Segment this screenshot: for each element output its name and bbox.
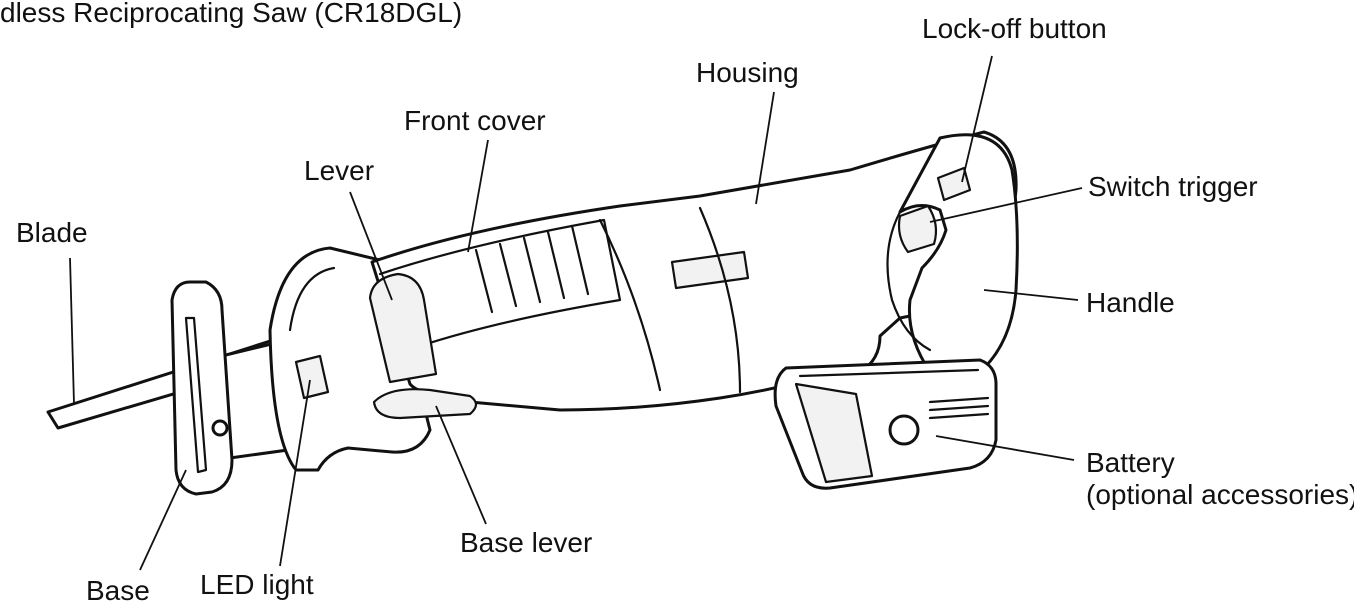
leader-blade (69, 257, 75, 405)
saw-illustration (46, 130, 1019, 496)
housing-seam (598, 218, 662, 392)
label-led-light: LED light (200, 569, 314, 600)
housing-seam-2 (698, 206, 742, 394)
label-front-cover: Front cover (404, 105, 546, 136)
leader-housing (755, 91, 775, 205)
base-lever-shape (372, 388, 478, 420)
leader-front-cover (467, 139, 489, 253)
switch-trigger-shape (897, 204, 938, 254)
battery-top (798, 368, 980, 378)
label-lock-off-button: Lock-off button (922, 13, 1107, 44)
front-cover-grip (378, 218, 622, 348)
label-base: Base (86, 575, 150, 606)
leader-handle (983, 289, 1079, 301)
label-battery: Battery (1086, 447, 1175, 478)
handle-inner-curve (886, 210, 932, 352)
label-base-lever: Base lever (460, 527, 592, 558)
base-slot (184, 316, 208, 474)
label-handle: Handle (1086, 287, 1175, 318)
leader-lock-off-button (961, 55, 993, 183)
base-screw (211, 419, 229, 437)
leader-led-light (279, 379, 311, 567)
label-battery-note: (optional accessories) (1086, 479, 1354, 510)
lever-shape (368, 272, 438, 384)
label-switch-trigger: Switch trigger (1088, 171, 1258, 202)
label-blade: Blade (16, 217, 88, 248)
label-lever: Lever (304, 155, 374, 186)
battery-release-button (888, 414, 920, 446)
led-light-shape (294, 354, 330, 400)
label-housing: Housing (696, 57, 799, 88)
battery-grip-lines (928, 396, 990, 420)
base-shape (170, 280, 234, 496)
leader-base (139, 469, 187, 571)
diagram-title: dless Reciprocating Saw (CR18DGL) (0, 0, 462, 28)
grip-ribs (474, 224, 590, 314)
leader-lever (349, 191, 393, 301)
leader-battery (935, 435, 1075, 461)
leader-switch-trigger (929, 187, 1083, 223)
housing-vent (670, 250, 750, 290)
leader-lines (69, 55, 1083, 571)
lock-off-button-shape (936, 166, 972, 202)
nose-ring-inner (288, 266, 336, 332)
leader-base-lever (435, 405, 487, 525)
battery-face (794, 382, 874, 484)
